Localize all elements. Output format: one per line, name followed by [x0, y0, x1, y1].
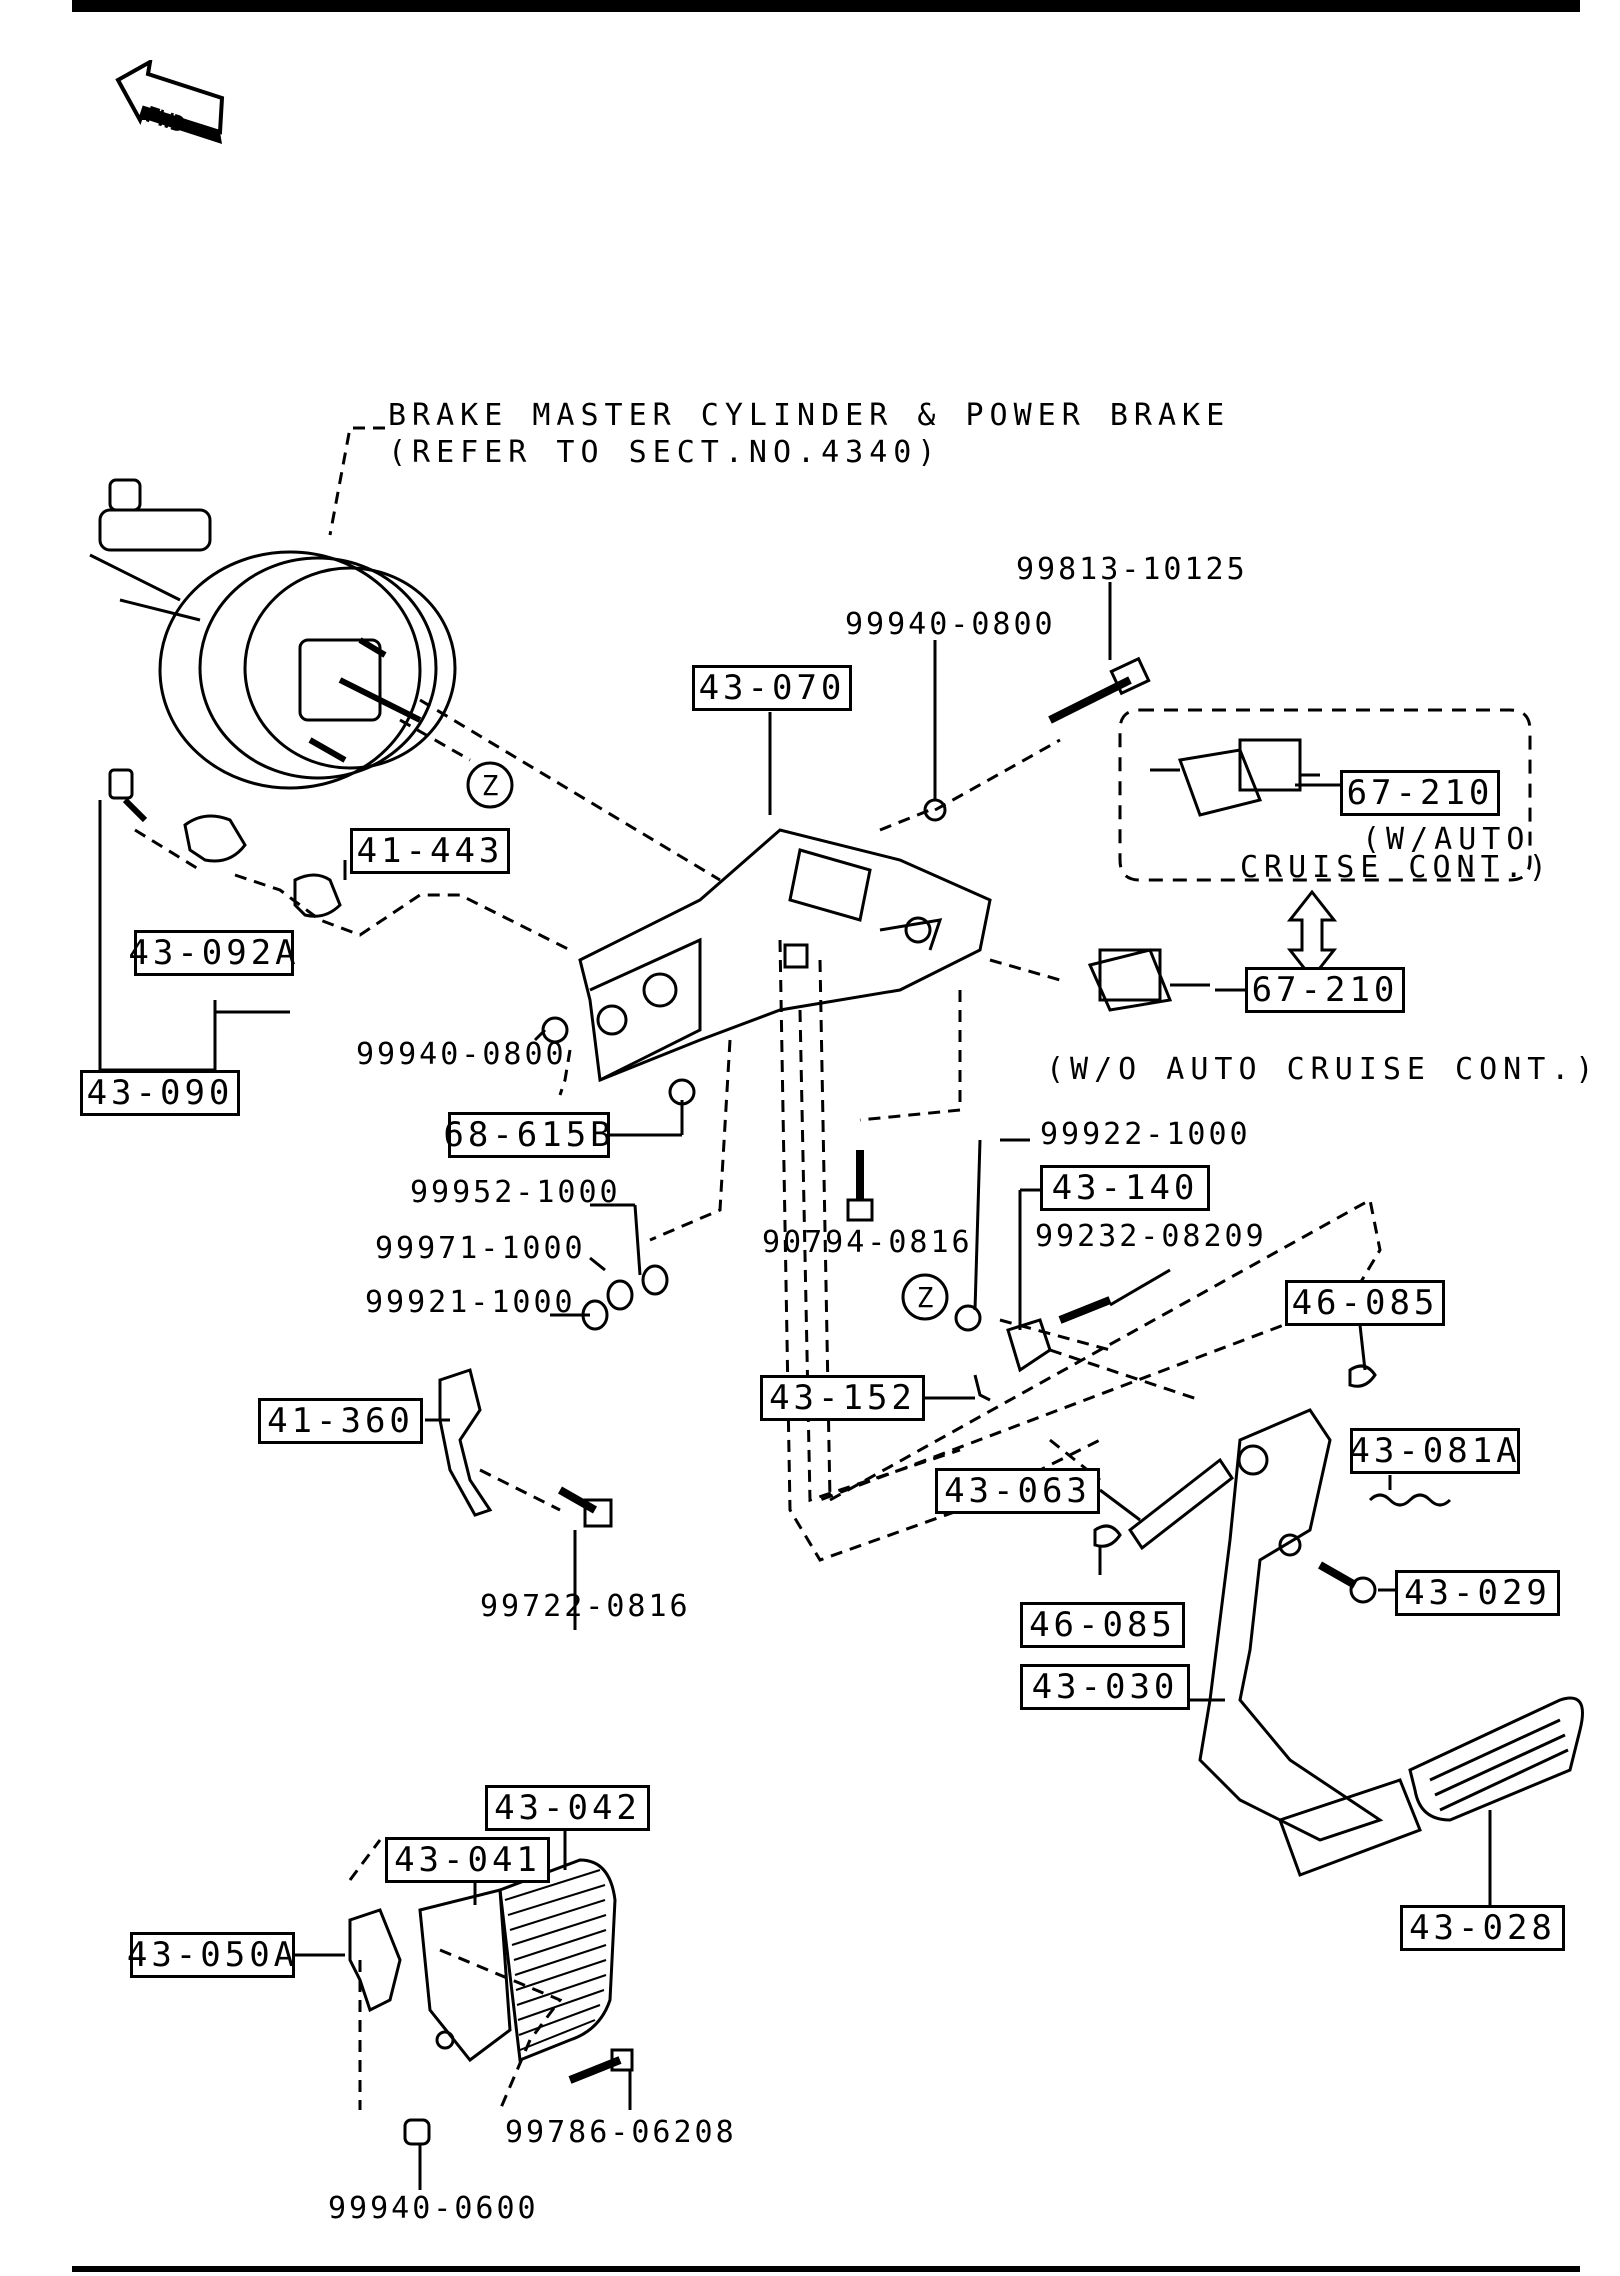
part-43-152[interactable]: 43-152	[760, 1375, 925, 1421]
part-99940-0800-left[interactable]: 99940-0800	[356, 1037, 567, 1072]
part-99722-0816[interactable]: 99722-0816	[480, 1589, 691, 1624]
part-43-042[interactable]: 43-042	[485, 1785, 650, 1831]
part-43-028[interactable]: 43-028	[1400, 1905, 1565, 1951]
part-43-063[interactable]: 43-063	[935, 1468, 1100, 1514]
part-43-029[interactable]: 43-029	[1395, 1570, 1560, 1616]
part-43-092a[interactable]: 43-092A	[128, 930, 296, 976]
part-43-140[interactable]: 43-140	[1040, 1165, 1210, 1211]
note-auto-cruise-2: CRUISE CONT.)	[1240, 850, 1553, 885]
part-99940-0600[interactable]: 99940-0600	[328, 2191, 539, 2226]
part-46-085-upper[interactable]: 46-085	[1285, 1280, 1445, 1326]
part-43-050a[interactable]: 43-050A	[127, 1932, 295, 1978]
ref-marker-z-1: Z	[482, 769, 499, 802]
note-no-auto-cruise: (W/O AUTO CRUISE CONT.)	[1046, 1052, 1600, 1087]
bottom-border	[72, 2266, 1580, 2272]
part-99921-1000[interactable]: 99921-1000	[365, 1285, 576, 1320]
part-46-085-lower[interactable]: 46-085	[1020, 1602, 1185, 1648]
note-master-cylinder-2: (REFER TO SECT.NO.4340)	[388, 435, 942, 470]
brake-booster-drawing	[89, 478, 457, 790]
part-43-070[interactable]: 43-070	[692, 665, 852, 711]
note-auto-cruise-1: (W/AUTO	[1362, 822, 1531, 857]
pedal-bracket-drawing	[578, 828, 992, 1083]
part-43-030[interactable]: 43-030	[1020, 1664, 1190, 1710]
part-67-210[interactable]: 67-210	[1245, 967, 1405, 1013]
part-99971-1000[interactable]: 99971-1000	[375, 1231, 586, 1266]
note-master-cylinder-1: BRAKE MASTER CYLINDER & POWER BRAKE	[388, 398, 1231, 433]
part-99940-0800-top[interactable]: 99940-0800	[845, 607, 1056, 642]
part-90794-0816[interactable]: 90794-0816	[762, 1225, 973, 1260]
part-67-210-auto[interactable]: 67-210	[1340, 770, 1500, 816]
part-43-090[interactable]: 43-090	[80, 1070, 240, 1116]
part-43-041[interactable]: 43-041	[385, 1837, 550, 1883]
fwd-arrow-icon	[115, 60, 225, 144]
ref-marker-z-2: Z	[917, 1281, 934, 1314]
part-41-360[interactable]: 41-360	[258, 1398, 423, 1444]
part-99813-10125[interactable]: 99813-10125	[1016, 552, 1248, 587]
top-border	[72, 0, 1580, 12]
part-99922-1000[interactable]: 99922-1000	[1040, 1117, 1251, 1152]
part-68-615b[interactable]: 68-615B	[443, 1112, 611, 1158]
part-41-443[interactable]: 41-443	[350, 828, 510, 874]
part-43-081a[interactable]: 43-081A	[1349, 1428, 1520, 1474]
part-99786-06208[interactable]: 99786-06208	[505, 2115, 737, 2150]
part-99232-08209[interactable]: 99232-08209	[1035, 1219, 1267, 1254]
part-99952-1000[interactable]: 99952-1000	[410, 1175, 621, 1210]
